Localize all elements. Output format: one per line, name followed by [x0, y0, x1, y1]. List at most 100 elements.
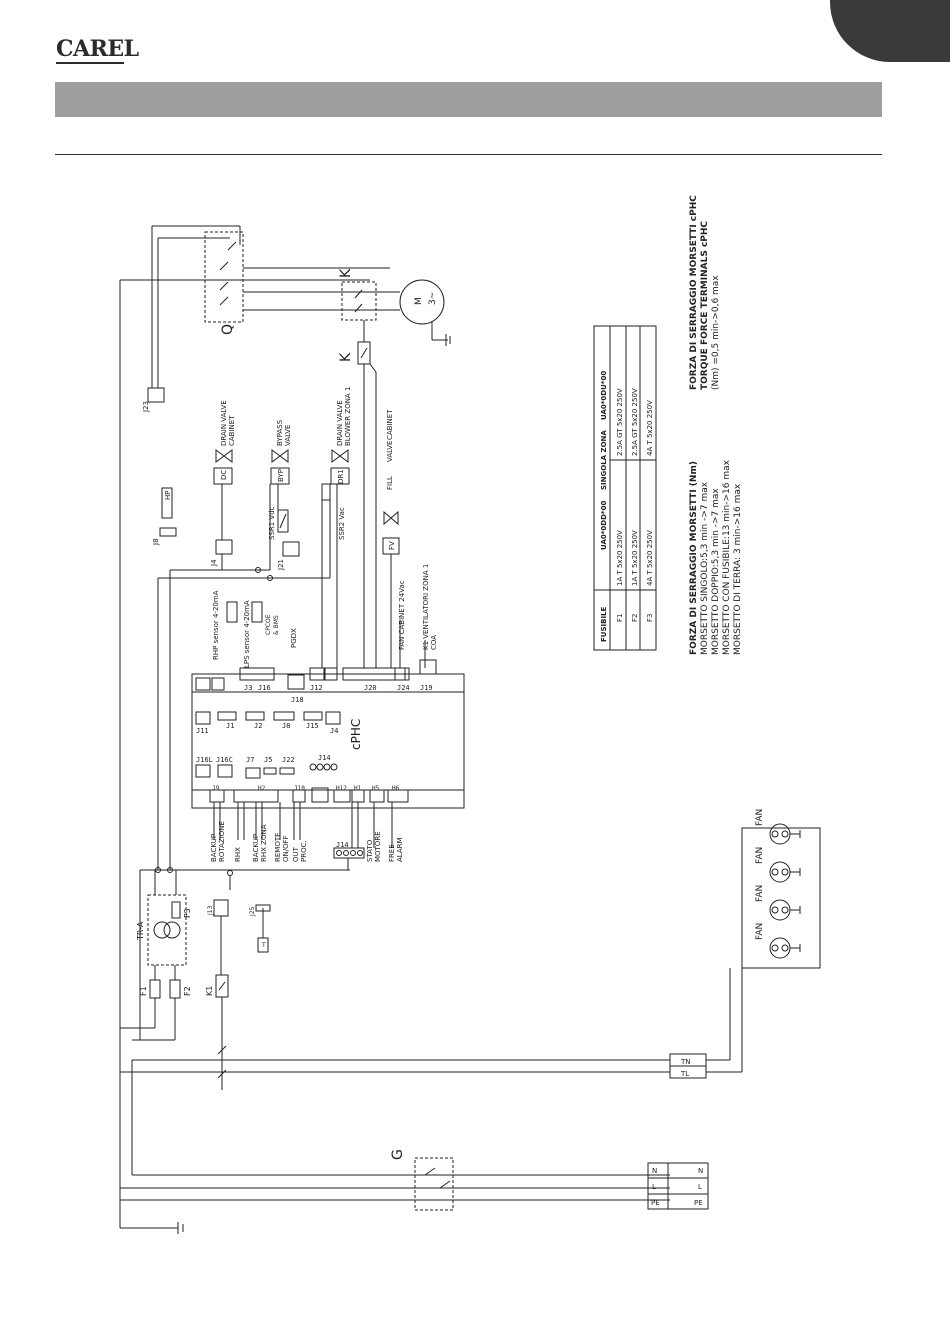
- svg-text:(Nm) =0,5 min->0,6 max: (Nm) =0,5 min->0,6 max: [711, 275, 721, 390]
- svg-text:J15: J15: [306, 722, 319, 730]
- section-divider: [55, 154, 882, 155]
- controller-cphc: J3 J16 J18 J12 J20 J24 J19 J11 J1 J2 J8 …: [191, 659, 465, 809]
- svg-text:J8: J8: [282, 722, 290, 730]
- fan-4: FAN: [755, 809, 791, 845]
- svg-text:L: L: [698, 1183, 702, 1191]
- svg-text:MORSETTO DOPPIO:5,3 min ->7 ma: MORSETTO DOPPIO:5,3 min ->7 max: [711, 488, 721, 655]
- svg-text:VALVE: VALVE: [284, 425, 292, 446]
- svg-text:J4: J4: [210, 559, 218, 567]
- svg-text:F1: F1: [616, 614, 624, 622]
- svg-text:PGDX: PGDX: [290, 628, 298, 648]
- svg-text:F1: F1: [139, 986, 148, 996]
- svg-text:DRAIN VALVE: DRAIN VALVE: [336, 400, 344, 446]
- svg-text:FAN: FAN: [755, 885, 765, 902]
- svg-text:& BMS: & BMS: [273, 615, 280, 635]
- svg-text:FAN: FAN: [755, 809, 765, 826]
- svg-text:H1: H1: [354, 785, 362, 792]
- k2-label: K: [338, 352, 354, 362]
- svg-text:COA: COA: [430, 635, 438, 650]
- svg-text:MORSETTO SINGOLO:5,3 min ->7 m: MORSETTO SINGOLO:5,3 min ->7 max: [700, 481, 710, 655]
- svg-text:CABINET: CABINET: [386, 409, 394, 440]
- svg-text:TL: TL: [680, 1070, 689, 1078]
- svg-text:SSR2 Vac: SSR2 Vac: [338, 507, 346, 540]
- svg-text:2.5A GT 5x20 250V: 2.5A GT 5x20 250V: [616, 388, 624, 456]
- svg-text:CPCOE: CPCOE: [265, 614, 272, 635]
- svg-text:REMOTE: REMOTE: [274, 832, 282, 862]
- g-label: G: [390, 1149, 406, 1160]
- svg-text:J8: J8: [152, 538, 160, 546]
- svg-text:BACKUP: BACKUP: [252, 834, 260, 862]
- svg-text:LPS sensor 4-20mA: LPS sensor 4-20mA: [243, 600, 251, 668]
- fan-2: FAN: [755, 885, 791, 921]
- svg-text:MORSETTO CON FUSIBILE:13 min->: MORSETTO CON FUSIBILE:13 min->16 max: [722, 459, 732, 655]
- fuse-sub-head: SINGOLA ZONA: [600, 430, 608, 490]
- q-label: Q: [220, 324, 236, 335]
- svg-text:J24: J24: [397, 684, 410, 692]
- drain-valve-cabinet: DC DRAIN VALVE CABINET J4: [210, 400, 236, 567]
- svg-text:J20: J20: [364, 684, 377, 692]
- bypass-valve: BYP BYPASS VALVE SSR1 Vdc J21: [268, 419, 300, 571]
- fan-1: FAN: [755, 923, 791, 959]
- svg-text:F3: F3: [646, 614, 654, 622]
- signal-wires: [139, 484, 426, 1040]
- svg-text:ON/OFF: ON/OFF: [282, 835, 290, 862]
- svg-text:RHP sensor 4-20mA: RHP sensor 4-20mA: [212, 590, 220, 660]
- controller-top-labels: RHP sensor 4-20mA LPS sensor 4-20mA CPCO…: [212, 564, 438, 668]
- section-header-bar: [55, 82, 882, 117]
- svg-text:N: N: [652, 1167, 657, 1175]
- svg-text:DR1: DR1: [337, 469, 345, 484]
- k-label: K: [338, 268, 354, 278]
- svg-text:T: T: [261, 942, 266, 949]
- hp-sensor: HP J8: [152, 487, 177, 546]
- svg-text:cPHC: cPHC: [349, 719, 363, 750]
- svg-text:J16L: J16L: [196, 756, 213, 764]
- carel-logo: CAREL: [56, 36, 139, 62]
- svg-text:J16C: J16C: [216, 756, 233, 764]
- svg-text:J21: J21: [277, 559, 285, 571]
- svg-text:3~: 3~: [428, 292, 438, 305]
- svg-text:J4: J4: [330, 727, 338, 735]
- main-power-lines: [119, 279, 670, 1234]
- svg-text:FORZA DI SERRAGGIO MORSETTI cP: FORZA DI SERRAGGIO MORSETTI cPHC: [689, 195, 699, 390]
- motor: M 3~: [399, 279, 451, 346]
- svg-text:J1: J1: [226, 722, 234, 730]
- fill-valve: FV FILL VALVE CABINET: [382, 409, 400, 668]
- svg-text:J10: J10: [294, 785, 305, 792]
- k-contactor: K K: [338, 268, 377, 668]
- fan-3: FAN: [755, 847, 791, 883]
- svg-text:STATO: STATO: [366, 839, 374, 862]
- logo-underline: [56, 62, 124, 64]
- svg-text:FAN: FAN: [755, 923, 765, 940]
- svg-text:J14: J14: [336, 841, 349, 849]
- svg-text:F2: F2: [183, 986, 192, 996]
- torque-text: FORZA DI SERRAGGIO MORSETTI (Nm) MORSETT…: [689, 459, 743, 655]
- svg-text:OUT: OUT: [292, 846, 300, 862]
- svg-text:H5: H5: [372, 785, 380, 792]
- svg-text:J7: J7: [246, 756, 254, 764]
- svg-text:PE: PE: [694, 1199, 703, 1207]
- svg-text:J22: J22: [282, 756, 295, 764]
- j23-connector: J23: [142, 387, 165, 413]
- svg-text:F2: F2: [631, 614, 639, 622]
- svg-text:RHX ZONA: RHX ZONA: [260, 824, 268, 862]
- svg-text:BYP: BYP: [277, 469, 285, 482]
- svg-text:H6: H6: [392, 785, 400, 792]
- svg-text:J12: J12: [310, 684, 323, 692]
- svg-text:L: L: [652, 1183, 656, 1191]
- fuse-col3-head: UA0*0DU*00: [600, 371, 608, 420]
- svg-text:BYPASS: BYPASS: [276, 419, 284, 446]
- svg-text:J5: J5: [264, 756, 272, 764]
- svg-text:BLOWER ZONA 1: BLOWER ZONA 1: [344, 387, 352, 446]
- svg-text:FAN: FAN: [755, 847, 765, 864]
- svg-text:HP: HP: [164, 491, 172, 501]
- svg-text:J19: J19: [420, 684, 433, 692]
- svg-text:DRAIN VALVE: DRAIN VALVE: [220, 400, 228, 446]
- terminal-block-fan: TN TL: [669, 828, 743, 1079]
- svg-text:H2: H2: [258, 785, 266, 792]
- fuse-col2-head: UA0*0DD*00: [600, 501, 608, 550]
- svg-text:F3: F3: [183, 908, 192, 918]
- torque-title: FORZA DI SERRAGGIO MORSETTI (Nm): [689, 461, 699, 655]
- svg-text:RHX: RHX: [234, 847, 242, 862]
- svg-text:K1: K1: [205, 986, 214, 996]
- fan-group: FAN FAN FAN FAN: [741, 809, 821, 969]
